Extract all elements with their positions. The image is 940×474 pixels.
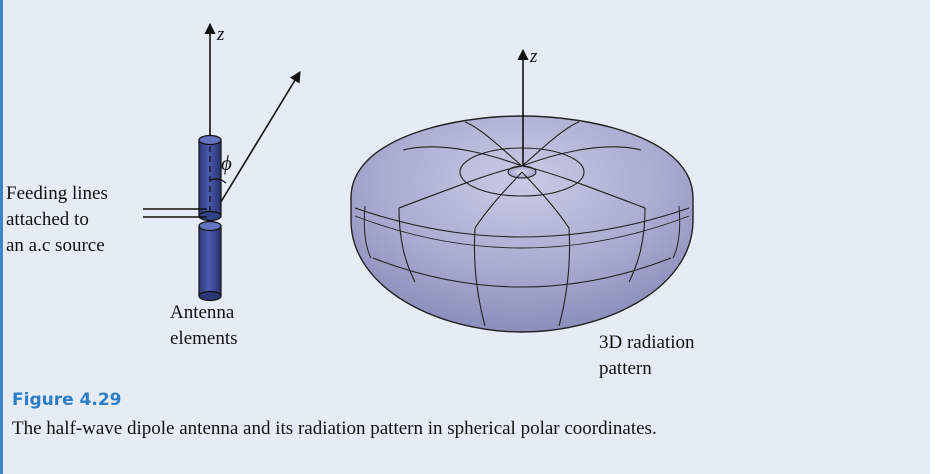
lower-antenna-element <box>198 225 222 297</box>
radiation-pattern-torus <box>350 115 694 333</box>
figure-caption: The half-wave dipole antenna and its rad… <box>12 418 657 439</box>
figure-number: Figure 4.29 <box>12 390 122 410</box>
feed-label-line: Feeding lines <box>6 183 108 204</box>
feed-lines-label: Feeding lines attached to an a.c source <box>6 181 108 259</box>
radiation-pattern-label: 3D radiation pattern <box>599 330 695 382</box>
elements-label-line: elements <box>170 328 238 349</box>
pattern-label-line: pattern <box>599 358 652 379</box>
antenna-z-label: z <box>217 24 225 45</box>
pattern-label-line: 3D radiation <box>599 332 695 353</box>
diagram-artwork <box>143 22 694 333</box>
dipole-antenna <box>143 22 301 302</box>
feed-label-line: attached to <box>6 209 89 230</box>
direction-vector <box>215 71 301 211</box>
phi-angle-label: ϕ <box>221 151 232 175</box>
feed-label-line: an a.c source <box>6 235 105 256</box>
antenna-elements-label: Antenna elements <box>170 300 238 352</box>
elements-label-line: Antenna <box>170 302 235 323</box>
pattern-z-label: z <box>530 46 538 67</box>
phi-angle-arc <box>209 178 227 184</box>
